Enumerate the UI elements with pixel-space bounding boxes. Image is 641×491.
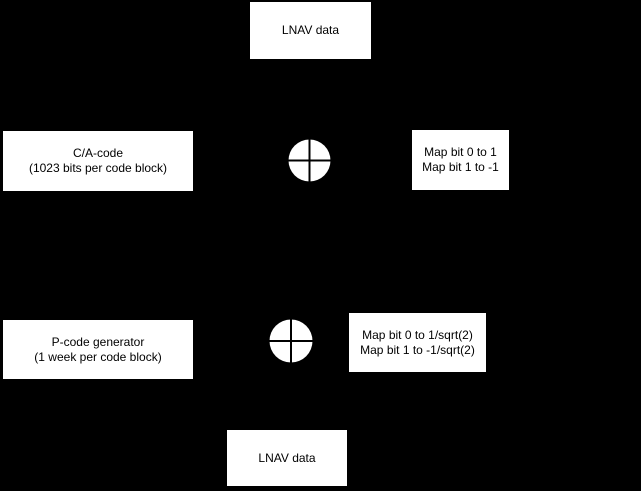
node-label-line: (1 week per code block) bbox=[34, 349, 162, 364]
node-p-code-generator: P-code generator (1 week per code block) bbox=[3, 320, 193, 379]
node-label-line: Map bit 1 to -1/sqrt(2) bbox=[360, 342, 475, 357]
xor-multiplier-icon-bottom bbox=[269, 319, 313, 363]
node-label-line: Map bit 1 to -1 bbox=[422, 160, 499, 174]
node-map-bit-sqrt: Map bit 0 to 1/sqrt(2) Map bit 1 to -1/s… bbox=[349, 313, 486, 372]
node-label-line: Map bit 0 to 1 bbox=[424, 145, 497, 159]
node-label-line: C/A-code bbox=[72, 146, 124, 160]
node-label-line: LNAV data bbox=[258, 450, 316, 465]
xor-multiplier-icon-top bbox=[288, 139, 331, 182]
node-label-line: P-code generator bbox=[51, 334, 145, 349]
node-label-line: (1023 bits per code block) bbox=[28, 161, 168, 175]
node-lnav-data-bottom: LNAV data bbox=[227, 430, 347, 486]
node-lnav-data-top: LNAV data bbox=[250, 2, 371, 59]
node-label-line: Map bit 0 to 1/sqrt(2) bbox=[362, 327, 473, 342]
node-map-bit-bpsk: Map bit 0 to 1 Map bit 1 to -1 bbox=[412, 130, 509, 190]
node-label-line: LNAV data bbox=[281, 23, 340, 37]
node-ca-code: C/A-code (1023 bits per code block) bbox=[3, 131, 193, 191]
